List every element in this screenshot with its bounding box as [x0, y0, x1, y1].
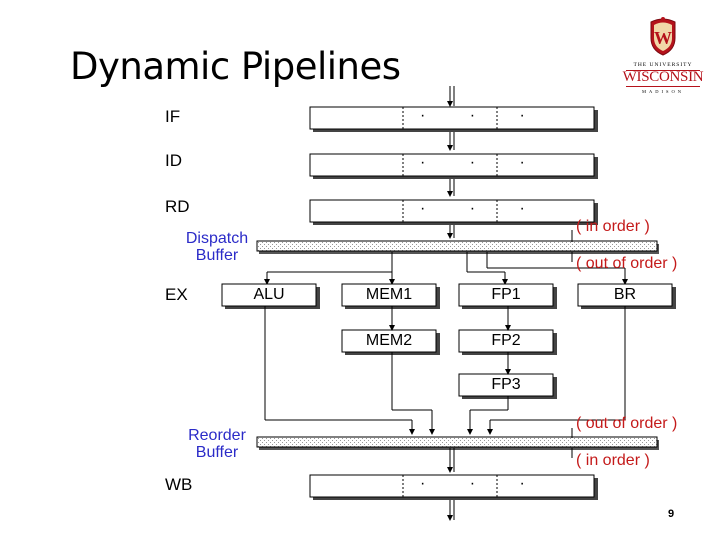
logo-wisconsin-text: WISCONSIN — [622, 69, 704, 85]
unit-routing — [264, 306, 626, 435]
unit-br-box — [577, 283, 676, 309]
unit-br-label: BR — [613, 286, 637, 303]
logo-university-text: THE UNIVERSITY — [633, 62, 693, 68]
unit-mem2-box — [341, 329, 440, 355]
logo-madison-text: MADISON — [641, 89, 684, 94]
dispatch-out-of-order-note: ( out of order ) — [576, 255, 678, 272]
register-if — [309, 106, 598, 132]
register-wb — [309, 474, 598, 500]
unit-fp2-label: FP2 — [491, 332, 521, 349]
ellipsis-if: · · · — [420, 107, 545, 124]
dispatch-buffer-bar — [256, 240, 659, 254]
register-rd — [309, 199, 598, 225]
unit-alu-box — [221, 283, 320, 309]
reorder-out-of-order-note: ( out of order ) — [576, 415, 678, 432]
dispatch-in-order-note: ( in order ) — [576, 218, 650, 235]
crest-letter: W — [654, 28, 672, 48]
dispatch-routing — [264, 252, 628, 285]
reorder-buffer-label-1: Reorder — [188, 427, 246, 444]
unit-fp1-label: FP1 — [491, 286, 521, 303]
ellipsis-wb: · · · — [420, 475, 545, 492]
register-id — [309, 153, 598, 179]
stage-label-wb: WB — [165, 475, 193, 494]
unit-fp3-label: FP3 — [491, 376, 521, 393]
page-number: 9 — [668, 508, 675, 520]
dispatch-buffer-label-2: Buffer — [195, 247, 239, 264]
incoming-arrow — [447, 86, 455, 107]
unit-mem1-label: MEM1 — [365, 286, 413, 303]
dispatch-buffer-label-1: Dispatch — [185, 230, 249, 247]
unit-mem2-label: MEM2 — [365, 332, 413, 349]
reorder-in-order-note: ( in order ) — [576, 452, 650, 469]
stage-label-rd: RD — [165, 197, 190, 216]
reorder-buffer-bar — [256, 436, 659, 450]
stage-label-id: ID — [165, 151, 182, 170]
ellipsis-rd: · · · — [420, 200, 545, 217]
unit-fp2-box — [458, 329, 557, 355]
slide-title: Dynamic Pipelines — [70, 45, 401, 88]
university-logo: W THE UNIVERSITY WISCONSIN MADISON — [622, 14, 704, 100]
ellipsis-id: · · · — [420, 154, 545, 171]
unit-mem1-box — [341, 283, 440, 309]
stage-label-ex: EX — [165, 285, 188, 304]
stage-label-if: IF — [165, 107, 181, 126]
reorder-buffer-label-2: Buffer — [195, 444, 239, 461]
unit-fp3-box — [458, 373, 557, 399]
unit-fp1-box — [458, 283, 557, 309]
crest-icon: W — [650, 17, 676, 56]
unit-alu-label: ALU — [253, 286, 285, 303]
